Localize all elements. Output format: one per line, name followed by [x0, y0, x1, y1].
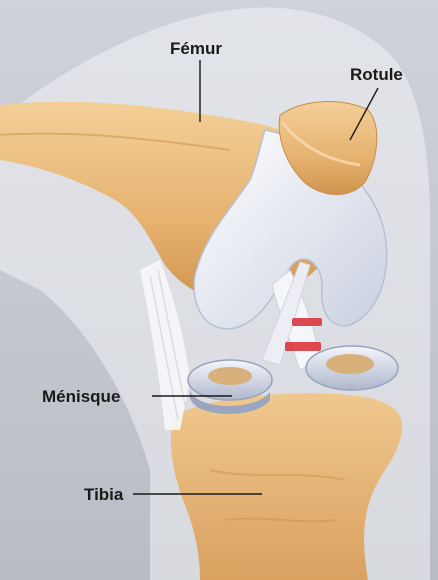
label-rotule: Rotule [350, 65, 403, 84]
ligament-tear-upper [292, 318, 322, 326]
label-menisque: Ménisque [42, 387, 120, 406]
label-tibia: Tibia [84, 485, 124, 504]
label-femur: Fémur [170, 39, 222, 58]
ligament-tear-lower [285, 342, 321, 351]
